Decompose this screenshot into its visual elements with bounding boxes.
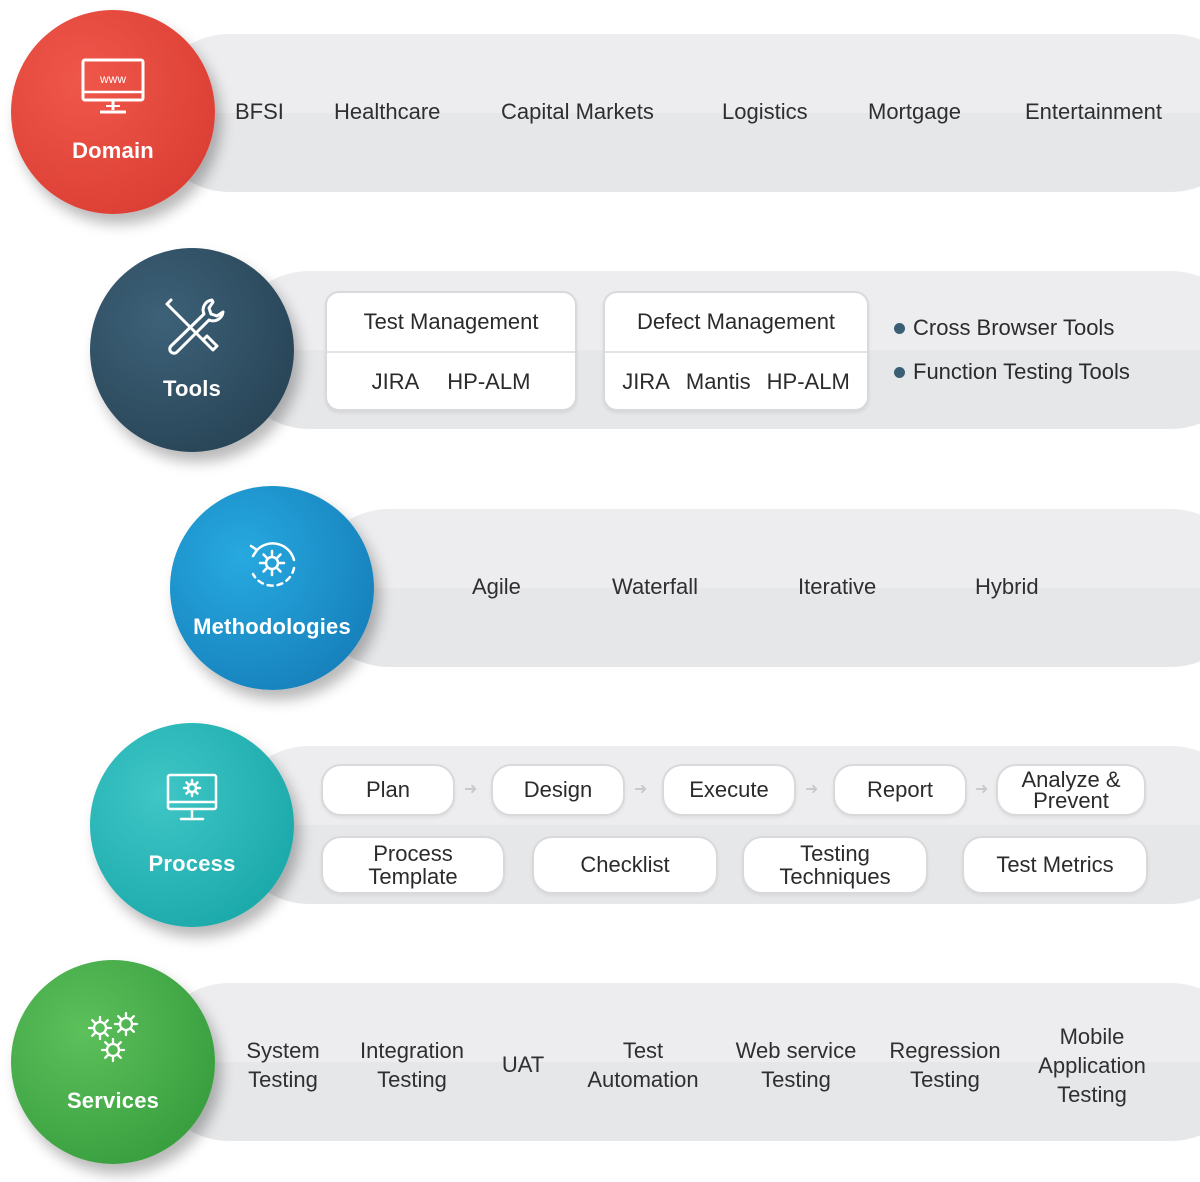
domain-item: Logistics xyxy=(722,99,808,124)
arrow-right-icon: ➜ xyxy=(464,781,478,798)
services-label: Services xyxy=(66,1088,160,1113)
methodology-item: Iterative xyxy=(798,574,877,599)
process-step-label: Report xyxy=(866,777,934,802)
monitor-gear-icon xyxy=(90,769,294,833)
tools-bullet-text: Cross Browser Tools xyxy=(913,315,1115,340)
services-band xyxy=(150,983,1200,1141)
tool-name: HP-ALM xyxy=(766,369,850,394)
process-step: Design xyxy=(491,764,625,816)
service-item: Integration Testing xyxy=(360,1038,464,1092)
service-item: Web service Testing xyxy=(735,1038,857,1092)
service-item: Test Automation xyxy=(587,1038,699,1092)
process-asset: Testing Techniques xyxy=(742,836,928,894)
domain-circle: www Domain xyxy=(11,10,215,214)
test-management-card: Test Management JIRA HP-ALM xyxy=(325,291,577,411)
defect-management-tools: JIRA Mantis HP-ALM xyxy=(605,353,867,411)
defect-management-title: Defect Management xyxy=(605,293,867,353)
process-asset: Process Template xyxy=(321,836,505,894)
domain-item: Mortgage xyxy=(868,99,961,124)
service-item: Mobile Application Testing xyxy=(1038,1024,1146,1107)
test-management-title: Test Management xyxy=(327,293,575,353)
process-step-label: Analyze & Prevent xyxy=(1021,767,1121,813)
methodology-item: Waterfall xyxy=(612,574,698,599)
arrow-right-icon: ➜ xyxy=(805,781,819,798)
tool-name: HP-ALM xyxy=(447,369,531,394)
services-circle: Services xyxy=(11,960,215,1164)
process-asset-label: Test Metrics xyxy=(996,852,1114,877)
arrow-right-icon: ➜ xyxy=(634,781,648,798)
tools-circle: Tools xyxy=(90,248,294,452)
arrow-right-icon: ➜ xyxy=(975,781,989,798)
process-circle: Process xyxy=(90,723,294,927)
www-icon-text: www xyxy=(99,72,126,86)
domain-band xyxy=(150,34,1200,192)
process-step-label: Plan xyxy=(365,777,411,802)
methodology-item: Agile xyxy=(472,574,521,599)
service-item: UAT xyxy=(501,1052,545,1077)
domain-item: Healthcare xyxy=(334,99,441,124)
tools-bullet-text: Function Testing Tools xyxy=(913,359,1130,384)
defect-management-card: Defect Management JIRA Mantis HP-ALM xyxy=(603,291,869,411)
service-item: System Testing xyxy=(246,1038,320,1092)
process-asset: Test Metrics xyxy=(962,836,1148,894)
methodologies-band xyxy=(310,509,1200,667)
tools-label: Tools xyxy=(162,376,222,401)
service-item: Regression Testing xyxy=(889,1038,1001,1092)
cycle-gear-icon xyxy=(170,532,374,596)
domain-item: Capital Markets xyxy=(501,99,654,124)
domain-item: BFSI xyxy=(235,99,284,124)
tools-bullet: Cross Browser Tools xyxy=(894,315,1114,341)
wrench-screwdriver-icon xyxy=(90,294,294,358)
gears-icon xyxy=(11,1006,215,1070)
process-label: Process xyxy=(148,851,236,876)
process-step: Analyze & Prevent xyxy=(996,764,1146,816)
process-asset-label: Testing Techniques xyxy=(779,841,891,889)
domain-item: Entertainment xyxy=(1025,99,1162,124)
process-asset-label: Process Template xyxy=(368,841,458,889)
methodology-item: Hybrid xyxy=(975,574,1039,599)
test-management-tools: JIRA HP-ALM xyxy=(327,353,575,411)
process-asset: Checklist xyxy=(532,836,718,894)
tool-name: JIRA xyxy=(371,369,420,394)
process-step-label: Execute xyxy=(689,777,769,802)
tools-bullet: Function Testing Tools xyxy=(894,359,1130,385)
process-step: Report xyxy=(833,764,967,816)
process-step: Execute xyxy=(662,764,796,816)
process-step: Plan xyxy=(321,764,455,816)
process-asset-label: Checklist xyxy=(580,852,670,877)
bullet-dot xyxy=(894,366,905,378)
domain-label: Domain xyxy=(72,138,154,163)
tool-name: JIRA xyxy=(622,369,670,394)
process-step-label: Design xyxy=(523,777,593,802)
browser-www-icon: www xyxy=(11,56,215,120)
methodologies-label: Methodologies xyxy=(193,614,351,639)
tool-name: Mantis xyxy=(685,369,751,394)
methodologies-circle: Methodologies xyxy=(170,486,374,690)
bullet-dot xyxy=(894,322,905,334)
